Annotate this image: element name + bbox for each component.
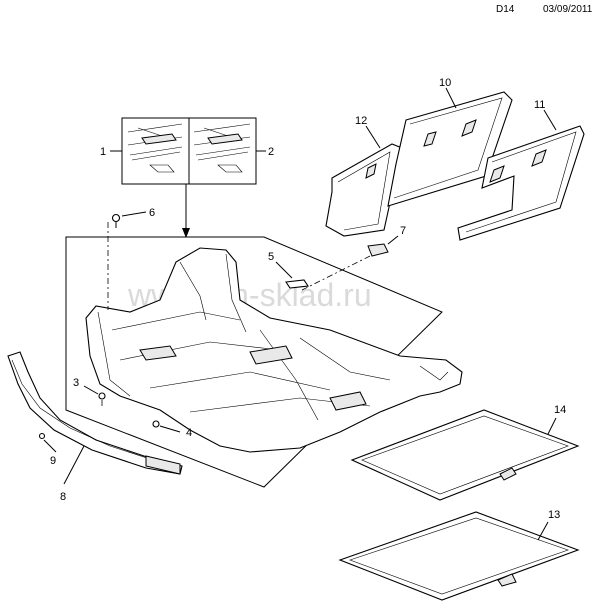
part-10-panel bbox=[387, 91, 513, 207]
revision-date: 03/09/2011 bbox=[543, 4, 593, 15]
part-3-clip bbox=[98, 392, 106, 400]
part-8-sill-trim bbox=[7, 351, 183, 475]
part-7-block bbox=[367, 243, 389, 257]
callout-6: 6 bbox=[149, 207, 155, 219]
callout-2: 2 bbox=[268, 146, 274, 158]
part-6-pin bbox=[111, 213, 121, 228]
callout-12: 12 bbox=[355, 115, 367, 127]
callout-1: 1 bbox=[100, 146, 106, 158]
page-code: D14 bbox=[496, 4, 515, 15]
clip-detail-inset bbox=[121, 117, 257, 185]
part-11-panel bbox=[457, 125, 585, 241]
part-12-panel bbox=[325, 143, 403, 237]
callout-11: 11 bbox=[534, 99, 545, 111]
part-5-clip bbox=[285, 279, 309, 289]
callout-9: 9 bbox=[50, 455, 56, 467]
floor-carpet bbox=[85, 247, 463, 453]
part-13-cargo-mat bbox=[338, 511, 580, 601]
callout-5: 5 bbox=[268, 251, 274, 263]
part-14-floor-panel bbox=[350, 409, 580, 501]
callout-8: 8 bbox=[60, 491, 66, 503]
callout-4: 4 bbox=[186, 427, 192, 439]
callout-13: 13 bbox=[548, 509, 560, 521]
callout-3: 3 bbox=[73, 377, 79, 389]
part-9-clip bbox=[38, 432, 46, 440]
callout-10: 10 bbox=[439, 77, 451, 89]
part-4-clip bbox=[152, 420, 160, 428]
callout-14: 14 bbox=[554, 404, 566, 416]
callout-7: 7 bbox=[400, 225, 406, 237]
